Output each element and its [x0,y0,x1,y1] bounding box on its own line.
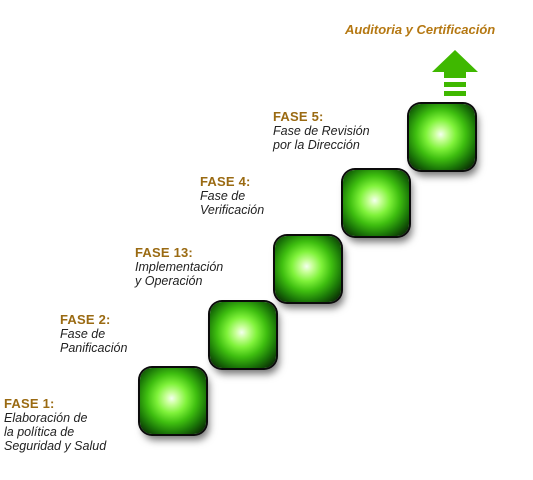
phase-5-desc-line-1: Fase de Revisión [273,124,370,138]
phase-4-label: FASE 4: Fase de Verificación [200,174,265,218]
phase-2-desc-line-1: Fase de [60,327,106,341]
phase-2-desc-line-2: Panificación [60,341,128,355]
phase-1-desc-line-1: Elaboración de [4,411,88,425]
phase-3-desc-line-2: y Operación [135,274,203,288]
phase-1-desc-line-3: Seguridad y Salud [4,439,107,453]
phase-4-desc-line-2: Verificación [200,203,265,217]
step-block-phase-1 [140,368,206,434]
phase-5-desc-line-2: por la Dirección [273,138,360,152]
phase-2-title: FASE 2: [60,312,111,327]
up-arrow-icon [432,50,478,96]
phase-3-label: FASE 13: Implementación y Operación [135,245,224,289]
phase-1-label: FASE 1: Elaboración de la política de Se… [4,396,107,454]
phase-3-title: FASE 13: [135,245,193,260]
step-block-phase-2 [210,302,276,368]
phase-5-label: FASE 5: Fase de Revisión por la Direcció… [273,109,370,153]
phase-4-title: FASE 4: [200,174,251,189]
phase-2-label: FASE 2: Fase de Panificación [60,312,128,356]
goal-label: Auditoria y Certificación [345,22,496,37]
phase-1-title: FASE 1: [4,396,55,411]
phase-5-title: FASE 5: [273,109,324,124]
phase-3-desc-line-1: Implementación [135,260,224,274]
phase-4-desc-line-1: Fase de [200,189,246,203]
step-block-phase-4 [343,170,409,236]
phase-1-desc-line-2: la política de [4,425,75,439]
step-block-phase-3 [275,236,341,302]
step-block-phase-5 [409,104,475,170]
